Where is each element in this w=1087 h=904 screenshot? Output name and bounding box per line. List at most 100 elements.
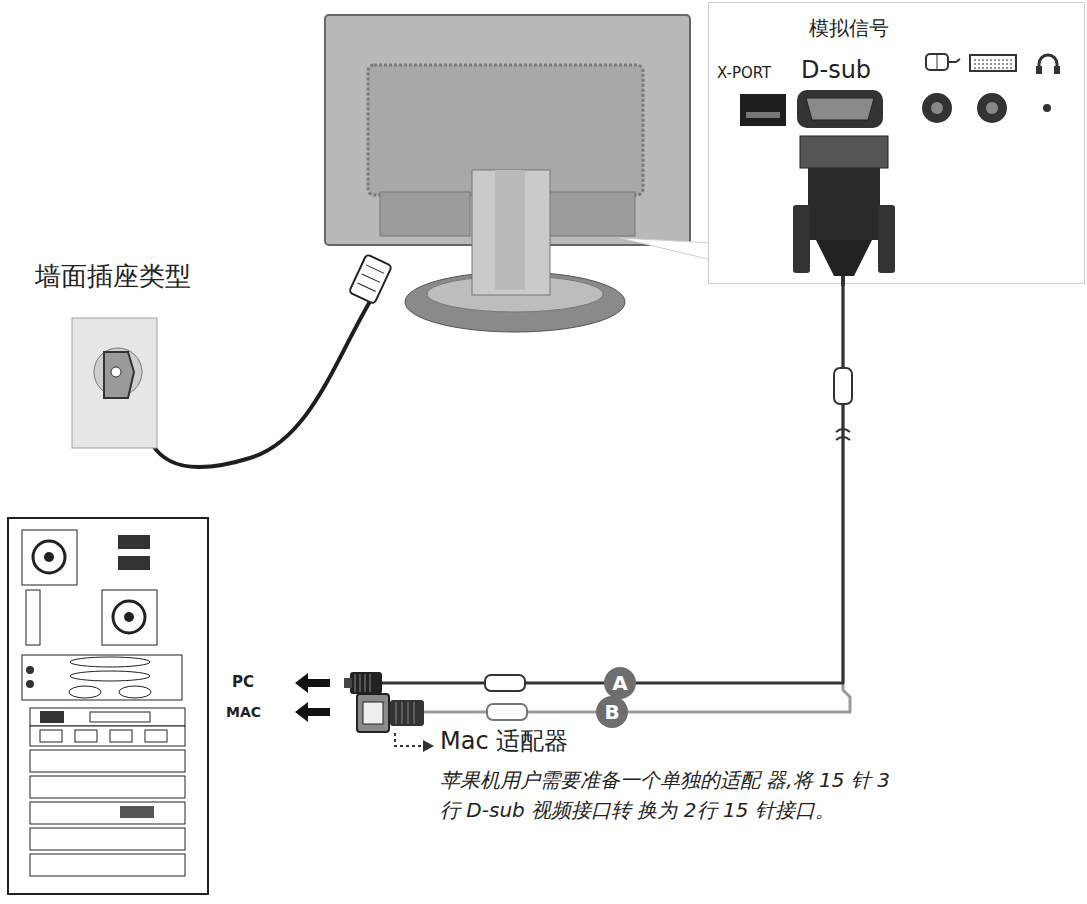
- callout-pointer: [620, 238, 712, 260]
- computer-label: MAC: [226, 704, 261, 720]
- monitor-back: [545, 192, 635, 236]
- port-row: [986, 102, 998, 114]
- port-row: [806, 98, 874, 120]
- power-cable: [349, 254, 392, 304]
- port-row: [922, 93, 952, 123]
- mac-cable: [295, 694, 596, 732]
- adapter-pointer: [423, 740, 434, 752]
- callout-letter: B: [604, 700, 619, 724]
- pc-tower: [102, 590, 157, 645]
- port-label: D-sub: [801, 57, 871, 85]
- port-icons: [970, 55, 1016, 71]
- video-cable: [628, 284, 850, 712]
- power-cable: [236, 443, 250, 455]
- pc-tower: [30, 776, 185, 798]
- power-cable: [349, 254, 392, 304]
- pc-tower: [75, 730, 97, 742]
- pc-tower: [70, 671, 150, 681]
- wall-socket: [104, 352, 134, 398]
- pc-tower: [30, 802, 185, 824]
- monitor-stand: [405, 170, 625, 332]
- d-sub-connector: [878, 205, 895, 273]
- pc-tower: [90, 712, 150, 722]
- wall-socket: [72, 318, 157, 448]
- pc-tower: [26, 590, 40, 645]
- mac-cable: [363, 702, 383, 724]
- port-row: [746, 112, 780, 118]
- d-sub-connector: [816, 240, 872, 276]
- port-row: [977, 93, 1007, 123]
- d-sub-connector: [793, 136, 895, 286]
- port-icons: [1039, 55, 1057, 72]
- pc-tower: [118, 556, 150, 570]
- monitor-stand: [472, 170, 550, 295]
- mac-cable: [396, 702, 414, 724]
- pc-tower: [40, 730, 62, 742]
- power-cable: [366, 265, 384, 273]
- video-cable: [628, 284, 850, 712]
- pc-tower: [113, 601, 145, 633]
- d-sub-connector: [808, 168, 880, 240]
- pc-tower: [118, 535, 150, 549]
- pc-tower: [145, 730, 167, 742]
- port-icons: [1036, 66, 1042, 74]
- cable-marker: A: [604, 667, 636, 699]
- pc-tower: [30, 726, 185, 746]
- monitor-stand: [495, 170, 525, 290]
- mac-cable: [357, 694, 389, 732]
- port-row: [931, 102, 943, 114]
- adapter-pointer: [395, 733, 434, 752]
- callout-letter: A: [612, 671, 627, 695]
- pc-cable: [350, 672, 382, 694]
- mac-cable: [390, 700, 424, 726]
- d-sub-connector: [841, 276, 845, 286]
- pc-tower: [26, 666, 34, 674]
- adapter-pointer: [395, 733, 424, 746]
- pc-tower: [26, 680, 34, 688]
- d-sub-connector: [800, 136, 888, 168]
- video-cable: [636, 284, 843, 683]
- pc-cable: [344, 678, 352, 688]
- mac-cable: [487, 704, 527, 720]
- pc-tower: [69, 686, 101, 698]
- pc-tower: [33, 541, 65, 573]
- pc-cable: [295, 673, 330, 693]
- computer-label: PC: [232, 674, 254, 691]
- wall-socket: [111, 367, 121, 377]
- cable-marker: B: [596, 696, 628, 728]
- video-cable: [636, 284, 843, 683]
- adapter-note: 苹果机用户需要准备一个单独的适配 器,将 15 针 3 行 D-sub 视频接口…: [440, 765, 915, 825]
- pc-tower: [124, 612, 134, 622]
- signal-heading: 模拟信号: [809, 17, 889, 40]
- pc-tower: [30, 828, 185, 850]
- pc-tower: [119, 686, 151, 698]
- power-cable: [140, 298, 372, 467]
- port-icons: [1054, 66, 1060, 74]
- pc-cable: [295, 672, 604, 694]
- mac-cable: [420, 711, 596, 714]
- port-icons: [948, 59, 960, 62]
- pc-tower: [120, 806, 154, 818]
- pc-tower: [22, 530, 77, 585]
- pc-tower: [30, 750, 185, 772]
- d-sub-connector: [793, 205, 810, 273]
- port-icons: [937, 54, 938, 70]
- monitor-back: [380, 192, 470, 236]
- port-icons: [926, 54, 948, 70]
- pc-tower: [22, 655, 182, 700]
- port-icons: [974, 60, 1012, 68]
- mac-cable: [295, 702, 330, 722]
- pc-tower: [40, 711, 64, 723]
- adapter-title: Mac 适配器: [440, 728, 568, 756]
- pc-tower: [8, 518, 208, 894]
- pc-tower: [30, 854, 185, 876]
- pc-cable: [380, 682, 604, 685]
- port-panel: 模拟信号 X-PORT D-sub: [708, 2, 1085, 284]
- power-cable: [358, 283, 376, 291]
- port-row: [797, 90, 883, 128]
- power-cable: [362, 274, 380, 282]
- pc-cable: [355, 674, 370, 692]
- pc-tower: [70, 657, 150, 667]
- ferrite-bead: [834, 368, 852, 440]
- port-label: X-PORT: [717, 65, 771, 82]
